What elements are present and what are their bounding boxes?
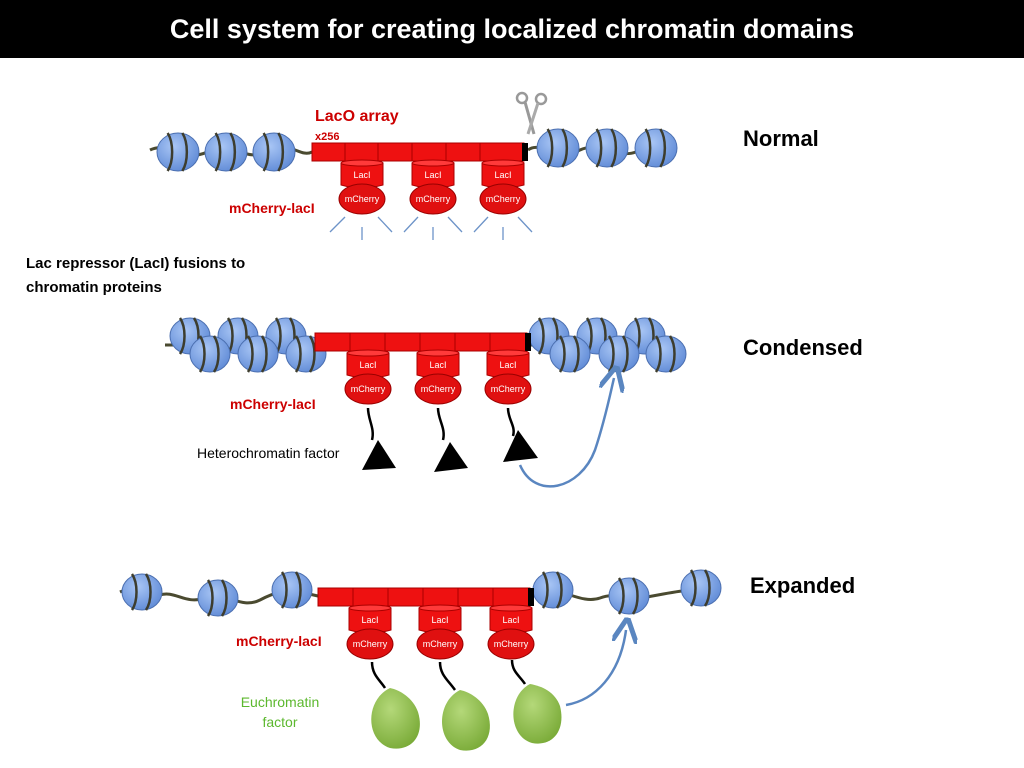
euchromatin-drop-icon: [371, 688, 420, 749]
mcherry-label: mCherry: [353, 639, 388, 649]
laci-mcherry-unit: LacI mCherry: [484, 349, 532, 405]
laci-label: LacI: [359, 360, 376, 370]
nucleosome-icon: [598, 335, 640, 373]
laci-label: LacI: [499, 360, 516, 370]
array-end-cap: [522, 143, 528, 161]
nucleosome-icon: [197, 579, 239, 617]
laci-label: LacI: [494, 170, 511, 180]
laci-mcherry-unit: LacI mCherry: [414, 349, 462, 405]
expand-arrow: [565, 630, 626, 707]
mcherry-label: mCherry: [486, 194, 521, 204]
mcherry-label: mCherry: [345, 194, 380, 204]
condensed-panel: LacI mCherry LacI mCherry LacI mCherry: [165, 317, 687, 488]
side-note-line-1: Lac repressor (LacI) fusions to: [26, 255, 246, 272]
nucleosome-icon: [549, 335, 591, 373]
nucleosome-icon: [189, 335, 231, 373]
state-label-expanded: Expanded: [750, 573, 856, 598]
euchromatin-factor-line-1: Euchromatin: [240, 694, 320, 710]
laci-mcherry-unit: LacI mCherry: [479, 159, 527, 215]
nucleosome-icon: [645, 335, 687, 373]
heterochromatin-triangle-icon: [434, 442, 468, 472]
laci-mcherry-unit: LacI mCherry: [344, 349, 392, 405]
nucleosome-icon: [237, 335, 279, 373]
euchromatin-factor-line-2: factor: [262, 714, 298, 730]
nucleosome-icon: [271, 571, 313, 609]
laci-mcherry-unit: LacI mCherry: [487, 604, 535, 660]
euchromatin-drop-icon: [442, 690, 490, 751]
laci-label: LacI: [361, 615, 378, 625]
state-label-condensed: Condensed: [743, 335, 863, 360]
condense-arrow: [518, 378, 614, 488]
heterochromatin-triangle-icon: [362, 440, 396, 470]
heterochromatin-factor-label: Heterochromatin factor: [197, 445, 340, 461]
laco-array-bar: [314, 332, 528, 352]
mcherry-label: mCherry: [494, 639, 529, 649]
nucleosome-icon: [156, 132, 200, 172]
laco-array-label: LacO array: [315, 108, 399, 125]
mcherry-label: mCherry: [421, 384, 456, 394]
side-note-line-2: chromatin proteins: [26, 279, 162, 296]
laci-label: LacI: [353, 170, 370, 180]
laci-label: LacI: [502, 615, 519, 625]
laci-label: LacI: [424, 170, 441, 180]
mcherry-label: mCherry: [351, 384, 386, 394]
nucleosome-icon: [536, 128, 580, 168]
nucleosome-icon: [121, 573, 163, 611]
laci-label: LacI: [431, 615, 448, 625]
euchromatin-drop-icon: [513, 684, 562, 744]
nucleosome-icon: [585, 128, 629, 168]
normal-panel: LacI mCherry LacI mCherry LacI mCherry: [149, 91, 678, 240]
laci-mcherry-unit: LacI mCherry: [338, 159, 386, 215]
nucleosome-icon: [680, 569, 722, 607]
laci-label: LacI: [429, 360, 446, 370]
laci-mcherry-unit: LacI mCherry: [346, 604, 394, 660]
laco-array-count: x256: [315, 131, 340, 143]
laci-mcherry-unit: LacI mCherry: [416, 604, 464, 660]
mcherry-label: mCherry: [491, 384, 526, 394]
page-title: Cell system for creating localized chrom…: [169, 13, 855, 44]
nucleosome-icon: [252, 132, 296, 172]
nucleosome-icon: [608, 577, 650, 615]
expanded-panel: LacI mCherry LacI mCherry LacI mCherry: [119, 569, 722, 751]
state-label-normal: Normal: [743, 126, 819, 151]
nucleosome-icon: [634, 128, 678, 168]
laci-mcherry-unit: LacI mCherry: [409, 159, 457, 215]
fluorescence-rays: [329, 216, 533, 240]
scissors-icon: [515, 91, 548, 135]
fusion-label-condensed: mCherry-lacI: [230, 396, 316, 412]
mcherry-label: mCherry: [416, 194, 451, 204]
mcherry-label: mCherry: [423, 639, 458, 649]
heterochromatin-triangle-icon: [503, 430, 538, 462]
nucleosome-icon: [204, 132, 248, 172]
nucleosome-icon: [532, 571, 574, 609]
laco-array-bar: [317, 587, 531, 607]
array-end-cap: [525, 333, 531, 351]
euchromatin-factor-label: Euchromatin factor: [232, 692, 328, 732]
side-note: Lac repressor (LacI) fusions to chromati…: [26, 252, 245, 300]
title-bar: Cell system for creating localized chrom…: [0, 0, 1024, 58]
laco-array-bar: [311, 142, 525, 162]
fusion-label-expanded: mCherry-lacI: [236, 633, 322, 649]
fusion-label-normal: mCherry-lacI: [229, 200, 315, 216]
array-end-cap: [528, 588, 534, 606]
